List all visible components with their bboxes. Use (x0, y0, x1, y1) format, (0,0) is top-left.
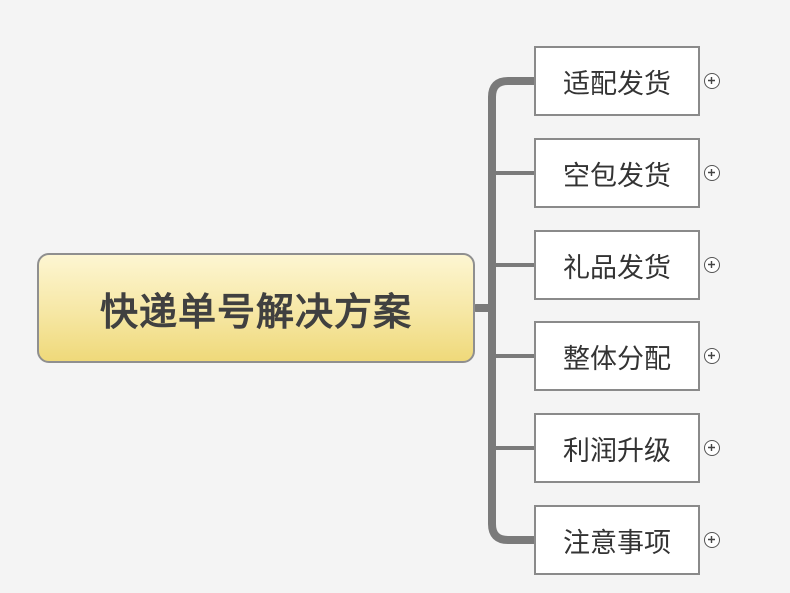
expand-icon[interactable] (704, 73, 720, 89)
expand-icon[interactable] (704, 257, 720, 273)
branch-topic-label: 整体分配 (563, 343, 671, 375)
branch-topic-label: 利润升级 (563, 435, 671, 467)
branch-topic-4[interactable]: 整体分配 (534, 321, 700, 391)
branch-topic-1[interactable]: 适配发货 (534, 46, 700, 116)
expand-icon[interactable] (704, 165, 720, 181)
connector-spine (488, 77, 534, 544)
central-topic-label: 快递单号解决方案 (99, 289, 412, 334)
branch-topic-label: 空包发货 (563, 160, 671, 192)
expand-icon[interactable] (704, 348, 720, 364)
branch-topic-3[interactable]: 礼品发货 (534, 230, 700, 300)
branch-topic-5[interactable]: 利润升级 (534, 413, 700, 483)
expand-icon[interactable] (704, 440, 720, 456)
branch-topic-6[interactable]: 注意事项 (534, 505, 700, 575)
branch-topic-2[interactable]: 空包发货 (534, 138, 700, 208)
branch-topic-label: 注意事项 (563, 527, 671, 559)
branch-topic-label: 适配发货 (563, 68, 671, 100)
central-topic[interactable]: 快递单号解决方案 (37, 253, 475, 363)
branch-topic-label: 礼品发货 (563, 252, 671, 284)
expand-icon[interactable] (704, 532, 720, 548)
